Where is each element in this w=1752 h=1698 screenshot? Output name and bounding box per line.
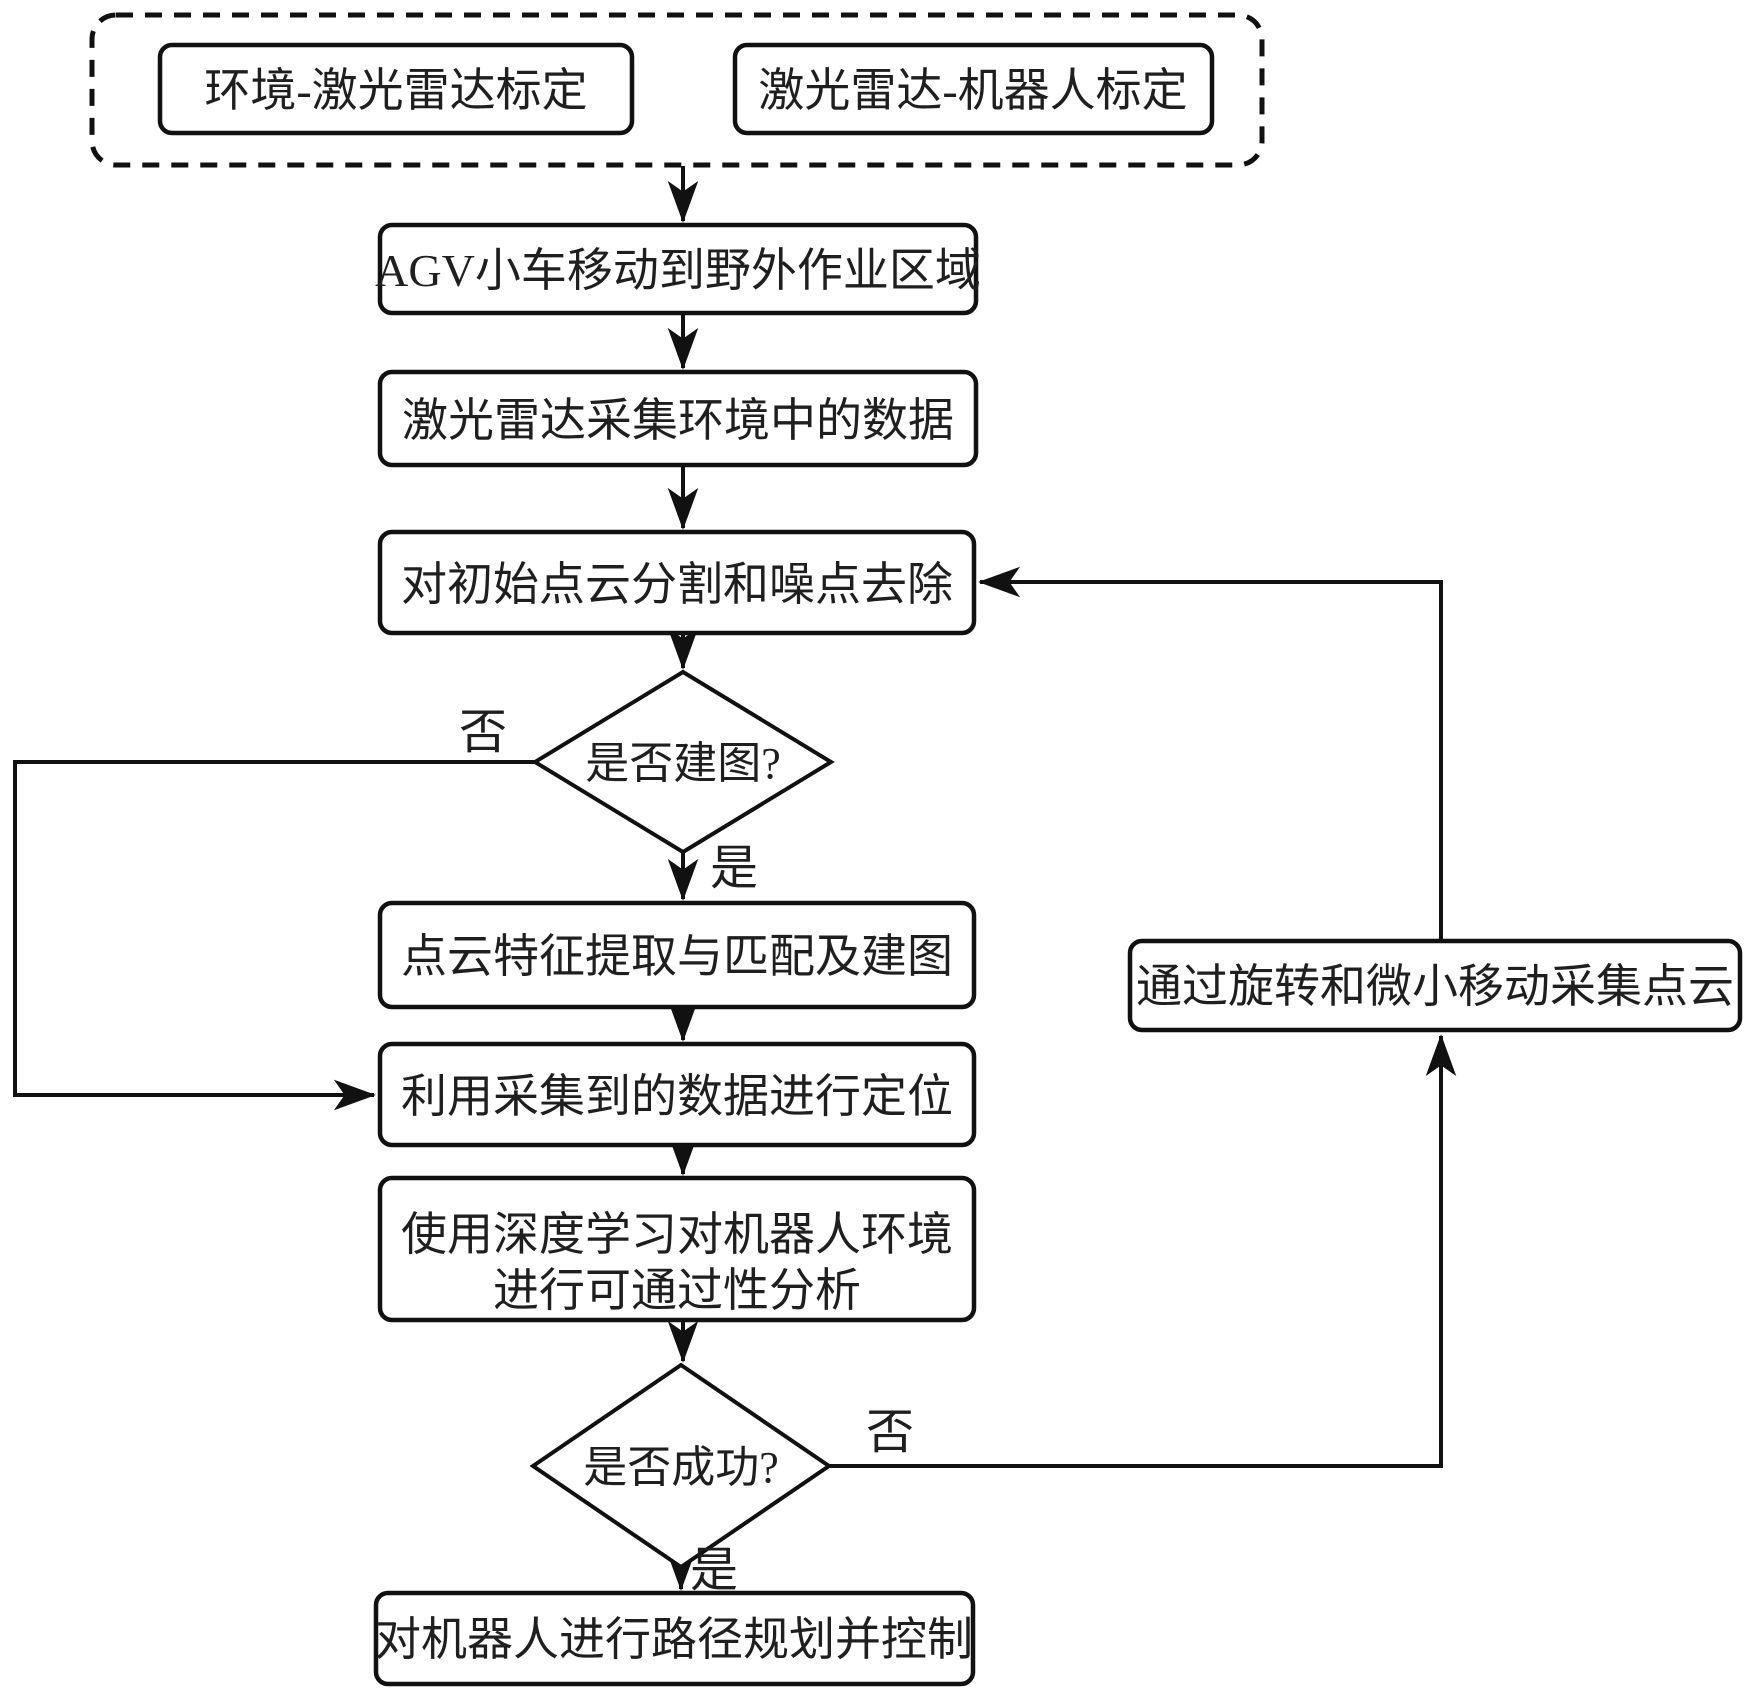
connector-mapping-no-loop: [13, 760, 535, 1111]
localization-label: 利用采集到的数据进行定位: [401, 1071, 953, 1122]
mapping-yes-label: 是: [710, 842, 758, 895]
segment-denoise-label: 对初始点云分割和噪点去除: [401, 559, 953, 610]
rotate-collect-box: [1127, 938, 1743, 1033]
feature-mapping-box: [377, 900, 977, 1010]
path-control-label: 对机器人进行路径规划并控制: [375, 1614, 973, 1665]
traversability-box: [377, 1175, 977, 1323]
env-lidar-calibration-label: 环境-激光雷达标定: [204, 65, 587, 116]
mapping-decision-diamond: [531, 669, 835, 855]
path-control-box: [373, 1590, 976, 1687]
traversability-label-line1: 使用深度学习对机器人环境: [401, 1209, 953, 1260]
rotate-collect-label: 通过旋转和微小移动采集点云: [1136, 961, 1734, 1012]
segment-denoise-box: [377, 529, 977, 636]
agv-move-label: AGV小车移动到野外作业区域: [375, 245, 981, 296]
localization-box: [377, 1041, 977, 1148]
env-lidar-calibration-box: [157, 42, 635, 136]
lidar-collect-label: 激光雷达采集环境中的数据: [402, 395, 954, 446]
mapping-decision-label: 是否建图?: [585, 739, 781, 788]
calibration-group-frame: [89, 12, 1265, 168]
lidar-collect-box: [377, 369, 979, 468]
feature-mapping-label: 点云特征提取与匹配及建图: [401, 931, 953, 982]
connector-success-no-loop: [829, 1034, 1457, 1468]
traversability-label-line2: 进行可通过性分析: [493, 1265, 861, 1316]
success-no-label: 否: [866, 1406, 914, 1459]
lidar-robot-calibration-box: [732, 42, 1215, 136]
connector-rotate-to-segment: [978, 566, 1443, 941]
success-decision-diamond: [529, 1362, 833, 1570]
success-decision-label: 是否成功?: [583, 1443, 779, 1492]
success-yes-label: 是: [690, 1544, 738, 1597]
agv-move-box: [377, 222, 979, 316]
mapping-no-label: 否: [459, 706, 507, 759]
lidar-robot-calibration-label: 激光雷达-机器人标定: [758, 65, 1187, 116]
